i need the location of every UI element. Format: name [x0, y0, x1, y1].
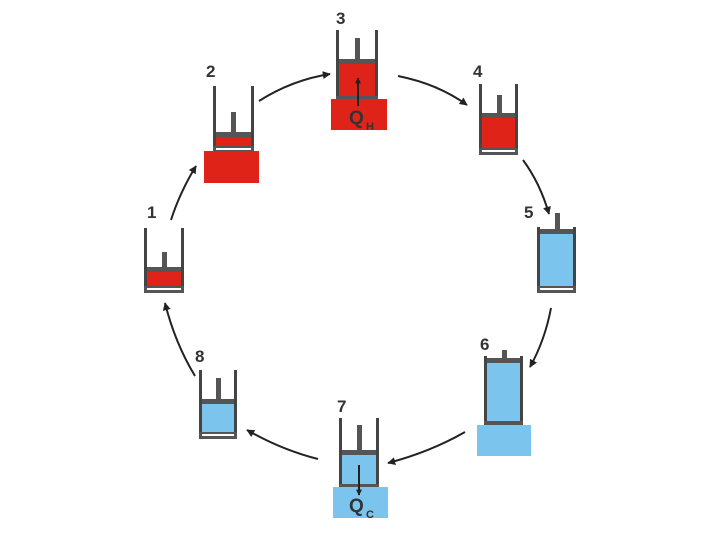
piston-rod-5 — [555, 213, 560, 229]
curved-arrow-icon — [397, 75, 468, 106]
piston-head-2 — [216, 132, 251, 137]
cold-reservoir-6 — [477, 425, 531, 456]
cylinder-wall-left-3 — [336, 30, 339, 101]
curved-arrow-icon — [246, 429, 319, 460]
cylinder-8 — [199, 370, 237, 439]
cylinder-wall-right-5 — [573, 227, 576, 293]
cylinder-wall-right-8 — [234, 370, 237, 439]
cylinder-wall-right-3 — [375, 30, 378, 101]
state-label-8: 8 — [195, 347, 204, 366]
state-5: 5 — [524, 203, 576, 293]
gas-2 — [216, 137, 251, 146]
state-1: 1 — [144, 203, 184, 293]
state-label-4: 4 — [473, 62, 483, 81]
gas-4 — [482, 118, 515, 148]
piston-head-8 — [202, 399, 234, 404]
heat-in-subscript: H — [366, 121, 374, 133]
cylinder-wall-right-2 — [251, 86, 254, 153]
heat-out-subscript: C — [366, 509, 374, 521]
piston-head-3 — [339, 59, 375, 64]
piston-head-1 — [147, 267, 181, 272]
piston-head-4 — [482, 113, 515, 118]
gas-8 — [202, 404, 234, 432]
state-2: 2 — [204, 62, 259, 183]
piston-head-6 — [487, 358, 520, 363]
cylinder-6 — [484, 350, 523, 428]
state-3: Q H 3 — [331, 9, 387, 133]
hot-reservoir-2 — [204, 151, 259, 183]
cylinder-wall-right-6 — [520, 356, 523, 428]
cylinder-wall-left-5 — [537, 227, 540, 293]
state-8: 8 — [195, 347, 237, 439]
cylinder-wall-left-1 — [144, 228, 147, 293]
state-label-3: 3 — [336, 9, 345, 28]
piston-rod-8 — [216, 378, 221, 399]
cylinder-wall-right-7 — [376, 418, 379, 489]
curved-arrow-icon — [170, 165, 197, 221]
curved-arrow-icon — [162, 302, 196, 377]
curved-arrow-icon — [258, 71, 331, 102]
state-label-2: 2 — [206, 62, 215, 81]
piston-head-7 — [342, 450, 376, 455]
piston-rod-1 — [162, 252, 167, 267]
cylinder-wall-left-2 — [213, 86, 216, 153]
state-4: 4 — [473, 62, 518, 155]
cylinder-2 — [213, 86, 254, 153]
curved-arrow-icon — [529, 307, 552, 368]
curved-arrow-icon — [522, 159, 551, 215]
heat-in-label: Q — [349, 108, 364, 129]
cylinder-wall-right-1 — [181, 228, 184, 293]
cylinder-wall-right-4 — [515, 84, 518, 155]
gas-5 — [540, 234, 573, 286]
cylinder-wall-left-7 — [339, 418, 342, 489]
piston-rod-3 — [355, 38, 360, 59]
gas-6 — [487, 363, 520, 421]
cycle-arrows — [162, 71, 552, 466]
piston-rod-6 — [502, 350, 507, 358]
cylinder-wall-left-6 — [484, 356, 487, 428]
state-6: 6 — [477, 335, 531, 456]
cylinder-4 — [479, 84, 518, 155]
piston-rod-2 — [231, 112, 236, 132]
cylinder-wall-left-4 — [479, 84, 482, 155]
piston-rod-4 — [497, 95, 502, 113]
state-label-7: 7 — [337, 397, 346, 416]
state-label-1: 1 — [147, 203, 156, 222]
state-7: Q C 7 — [333, 397, 388, 521]
state-label-5: 5 — [524, 203, 533, 222]
cylinder-base-6 — [484, 421, 523, 426]
cylinder-wall-left-8 — [199, 370, 202, 439]
curved-arrow-icon — [387, 431, 466, 466]
cylinder-1 — [144, 228, 184, 293]
heat-out-label: Q — [349, 496, 364, 517]
gas-1 — [147, 272, 181, 286]
state-label-6: 6 — [480, 335, 489, 354]
piston-rod-7 — [357, 425, 362, 450]
cylinder-5 — [537, 213, 576, 293]
piston-head-5 — [540, 229, 573, 234]
